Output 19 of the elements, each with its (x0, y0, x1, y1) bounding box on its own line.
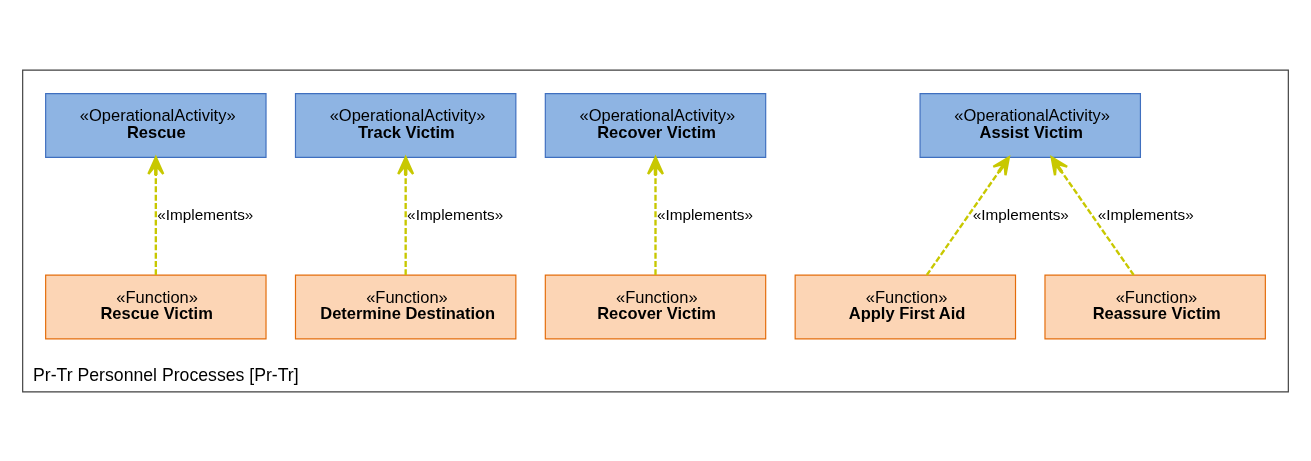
node-box: «Function» Reassure Victim (1044, 274, 1266, 339)
arrow (397, 155, 415, 275)
node-box: «Function» Rescue Victim (45, 274, 267, 339)
arrow (925, 155, 1011, 276)
edge-label: «Implements» (656, 205, 754, 223)
edge-label: «Implements» (972, 205, 1069, 223)
node-box: «OperationalActivity» Recover Victim (544, 92, 767, 158)
node-box: «Function» Apply First Aid (794, 274, 1017, 339)
arrow (1050, 155, 1135, 276)
node-box: «Function» Recover Victim (544, 274, 767, 339)
node-box: «OperationalActivity» Rescue (45, 92, 267, 158)
node-box: «OperationalActivity» Assist Victim (919, 92, 1141, 158)
arrow (646, 155, 665, 275)
node-box: «OperationalActivity» Track Victim (294, 92, 517, 158)
arrow (147, 155, 165, 275)
edge-label: «Implements» (157, 205, 254, 223)
edge-label: «Implements» (407, 205, 504, 223)
edge-label: «Implements» (1097, 205, 1194, 223)
node-box: «Function» Determine Destination (294, 274, 517, 339)
